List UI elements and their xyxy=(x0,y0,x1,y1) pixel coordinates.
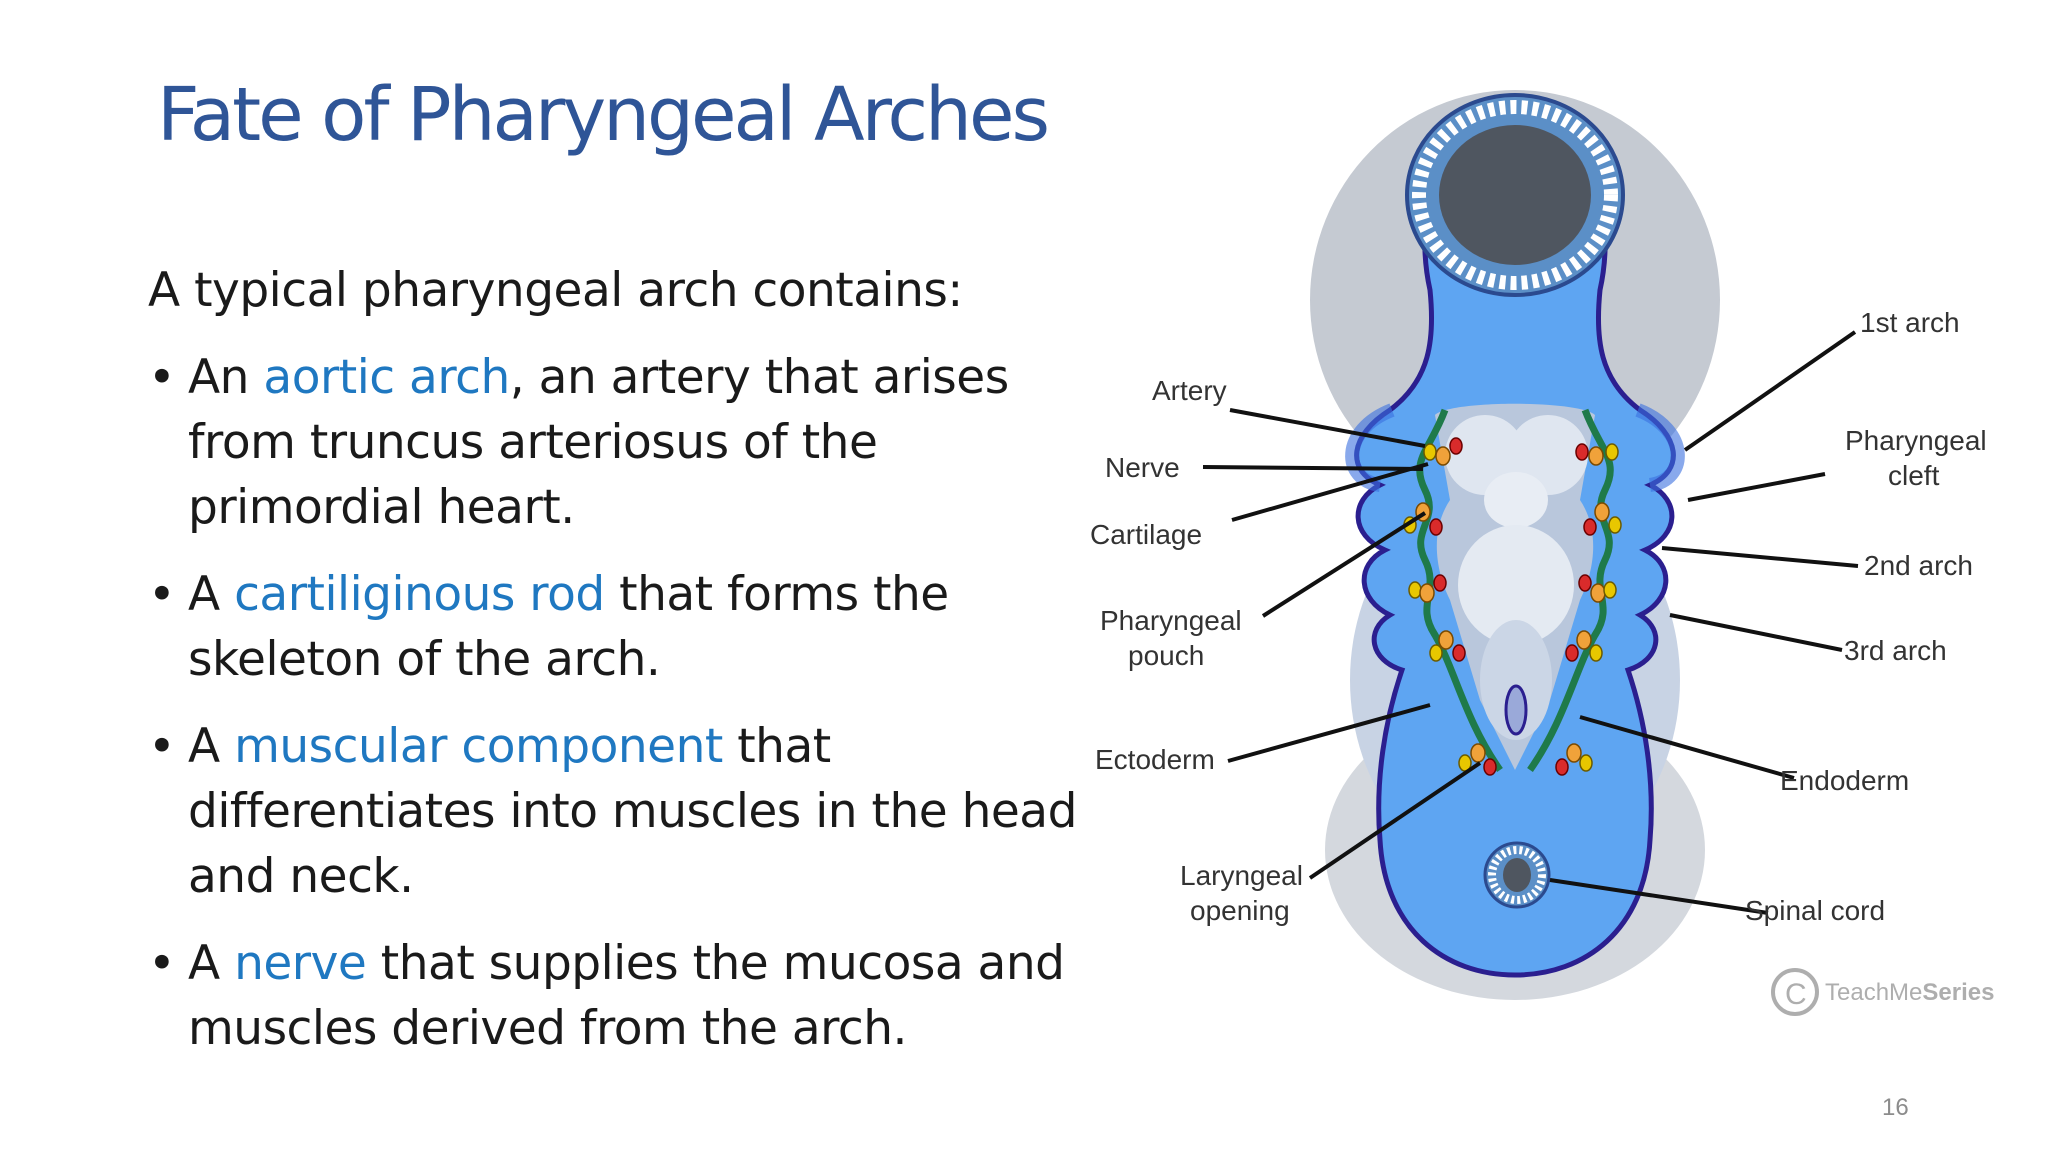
label-spinal-cord: Spinal cord xyxy=(1745,895,1885,926)
bullet-text: A xyxy=(188,567,235,622)
leader-lines xyxy=(1202,330,1859,915)
bullet-dot: • xyxy=(148,350,176,405)
laryngeal-opening xyxy=(1504,684,1528,736)
diagram-svg: Artery Nerve Cartilage Pharyngeal pouch … xyxy=(1090,90,1994,1016)
pharynx-lumen xyxy=(1435,403,1595,770)
label-pharyngeal-cleft-line2: cleft xyxy=(1888,460,1940,491)
bullet-dot: • xyxy=(148,936,176,991)
label-cartilage: Cartilage xyxy=(1090,519,1202,550)
term-aortic-arch: aortic arch xyxy=(263,350,510,405)
bullet-text: A xyxy=(188,719,235,774)
pharyngeal-arch-diagram: Artery Nerve Cartilage Pharyngeal pouch … xyxy=(1080,80,2040,1020)
endoderm-lining-right xyxy=(1527,408,1614,773)
arch-contents xyxy=(1403,437,1622,776)
slide-title: Fate of Pharyngeal Arches xyxy=(157,72,1050,158)
bullet-text: An xyxy=(188,350,264,405)
label-pharyngeal-pouch-line2: pouch xyxy=(1128,640,1204,671)
watermark-brand-a: TeachMe xyxy=(1825,979,1922,1006)
bullet-list: •An aortic arch, an artery that arises f… xyxy=(148,345,1078,1061)
label-pharyngeal-pouch-line1: Pharyngeal xyxy=(1100,605,1242,636)
bullet-text: that supplies the mucosa and muscles der… xyxy=(188,936,1065,1056)
spinal-cord xyxy=(1483,841,1551,909)
bullet-text: , an artery that arises from truncus art… xyxy=(188,350,1009,535)
term-cartilage-rod: cartiliginous rod xyxy=(234,567,605,622)
label-nerve: Nerve xyxy=(1105,452,1180,483)
label-pharyngeal-cleft-line1: Pharyngeal xyxy=(1845,425,1987,456)
bullet-cartilage-rod: •A cartiliginous rod that forms the skel… xyxy=(148,562,1078,692)
bullet-dot: • xyxy=(148,719,176,774)
label-second-arch: 2nd arch xyxy=(1864,550,1973,581)
label-laryngeal-line1: Laryngeal xyxy=(1180,860,1303,891)
label-first-arch: 1st arch xyxy=(1860,307,1960,338)
bullet-nerve: •A nerve that supplies the mucosa and mu… xyxy=(148,931,1078,1061)
label-laryngeal-line2: opening xyxy=(1190,895,1290,926)
svg-text:TeachMeSeries: TeachMeSeries xyxy=(1825,979,1994,1006)
copyright-icon xyxy=(1771,968,1819,1016)
intro-text: A typical pharyngeal arch contains: xyxy=(148,263,963,318)
label-artery: Artery xyxy=(1152,375,1227,406)
term-muscular-component: muscular component xyxy=(234,719,723,774)
slide-body: A typical pharyngeal arch contains: •An … xyxy=(148,258,1078,1083)
label-third-arch: 3rd arch xyxy=(1844,635,1947,666)
svg-text:C: C xyxy=(1785,978,1807,1011)
bullet-aortic-arch: •An aortic arch, an artery that arises f… xyxy=(148,345,1078,540)
slide-number: 16 xyxy=(1882,1094,1909,1121)
bullet-muscular-component: •A muscular component that differentiate… xyxy=(148,714,1078,909)
label-ectoderm: Ectoderm xyxy=(1095,744,1215,775)
bullet-dot: • xyxy=(148,567,176,622)
label-endoderm: Endoderm xyxy=(1780,765,1909,796)
teachmeseries-watermark: C TeachMeSeries xyxy=(1771,968,1994,1016)
bullet-text: that forms the skeleton of the arch. xyxy=(188,567,949,687)
bullet-text: that differentiates into muscles in the … xyxy=(188,719,1077,904)
neural-tube-top xyxy=(1405,93,1625,297)
bullet-text: A xyxy=(188,936,235,991)
term-nerve: nerve xyxy=(234,936,367,991)
watermark-brand-b: Series xyxy=(1922,979,1994,1006)
diagram-labels: Artery Nerve Cartilage Pharyngeal pouch … xyxy=(1090,307,1987,926)
